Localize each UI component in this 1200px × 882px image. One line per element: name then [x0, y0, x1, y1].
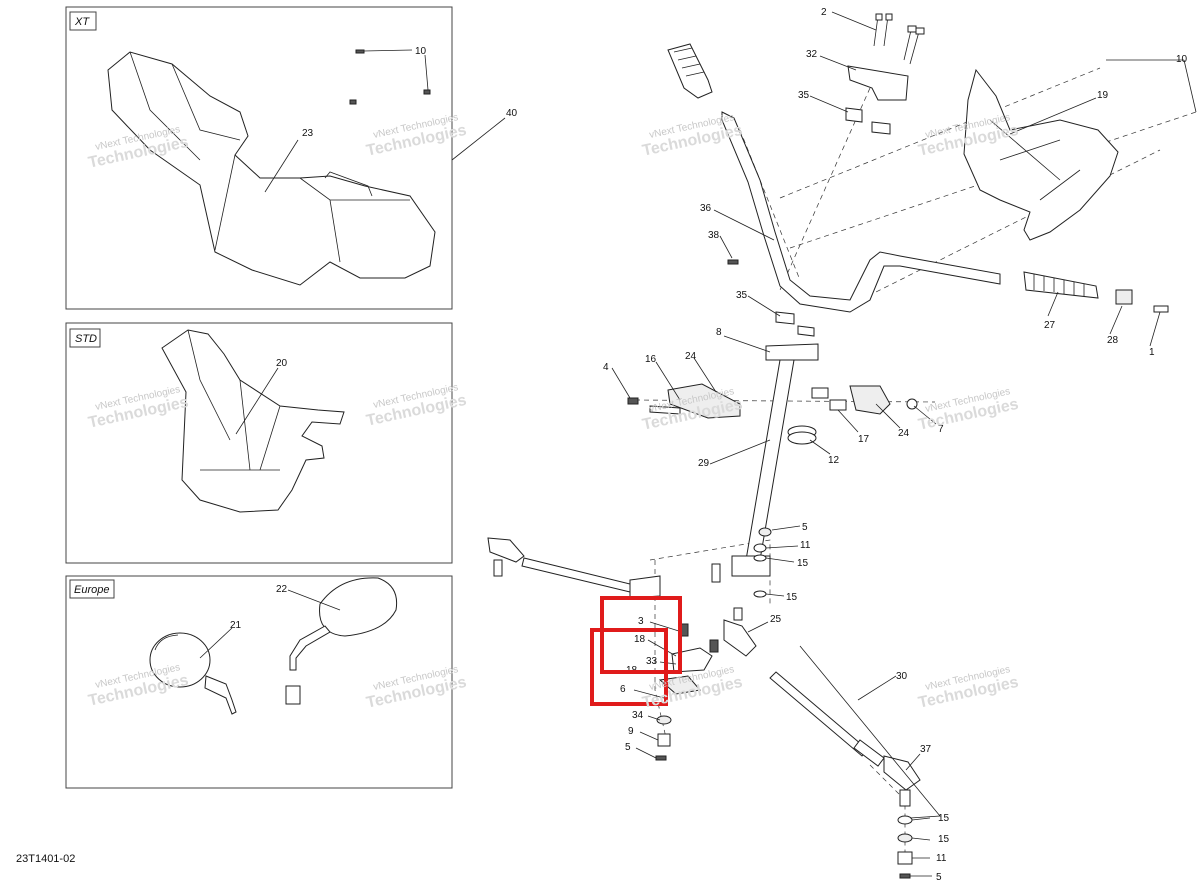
callout-18-a: 18	[634, 634, 646, 645]
callout-23: 23	[302, 128, 314, 139]
seat-xt	[107, 51, 436, 286]
callout-5-upper: 5	[802, 522, 808, 533]
callout-16: 16	[645, 354, 657, 365]
grip-left	[667, 43, 713, 99]
callout-15-upper-b: 15	[786, 592, 798, 603]
document-id: 23T1401-02	[16, 853, 75, 865]
highlight-boxes	[590, 596, 682, 706]
hardware-stack-lower	[897, 815, 913, 879]
hardware-stack-upper	[753, 527, 772, 598]
callout-9: 9	[628, 726, 634, 737]
mirror-21	[149, 632, 237, 715]
callout-7: 7	[938, 424, 944, 435]
screw-38	[727, 259, 739, 265]
o-rings-12	[787, 425, 817, 445]
inset-std-tag: STD	[75, 333, 97, 345]
callout-15-lower-b: 15	[938, 834, 950, 845]
callout-34: 34	[632, 710, 644, 721]
callout-leaders	[611, 11, 1197, 877]
tie-rod-end-25	[723, 607, 757, 657]
callout-35-top: 35	[798, 90, 810, 101]
callout-11-lower: 11	[936, 853, 947, 864]
handguard-19	[963, 68, 1119, 241]
highlight-box-lower	[590, 628, 668, 706]
callout-8: 8	[716, 327, 722, 338]
clamp-assembly	[627, 383, 918, 419]
mirror-22	[285, 577, 398, 705]
inset-xt: XT 10 23 40	[65, 6, 518, 310]
callout-40: 40	[506, 108, 518, 119]
callout-36: 36	[700, 203, 712, 214]
callout-12: 12	[828, 455, 840, 466]
callout-15-lower-a: 15	[938, 813, 950, 824]
callout-4: 4	[603, 362, 609, 373]
callout-15-upper-a: 15	[797, 558, 809, 569]
callout-28: 28	[1107, 335, 1119, 346]
callout-25: 25	[770, 614, 782, 625]
callout-5-left: 5	[625, 742, 631, 753]
callout-11-upper: 11	[800, 540, 811, 551]
callout-21: 21	[230, 620, 242, 631]
steering-column-29	[711, 343, 819, 583]
callout-10: 10	[415, 46, 427, 57]
callout-24-left: 24	[685, 351, 697, 362]
seat-std	[161, 329, 345, 513]
tie-rod-left	[487, 537, 661, 599]
callout-35-mid: 35	[736, 290, 748, 301]
callout-20: 20	[276, 358, 288, 369]
callout-labels: 2 32 35 10 19 36 38 35 27 28 1 8 4 16 24…	[603, 7, 1188, 882]
callout-6: 6	[620, 684, 626, 695]
screw-1	[1153, 305, 1169, 313]
inset-xt-tag: XT	[74, 16, 90, 28]
inset-europe-tag: Europe	[74, 584, 109, 596]
grip-27	[1023, 271, 1099, 299]
clamp-35-top	[845, 107, 891, 135]
callout-10-main: 10	[1176, 54, 1188, 65]
alignment-lines	[634, 67, 1197, 860]
handlebar-36	[721, 111, 1001, 313]
callout-2: 2	[821, 7, 827, 18]
callout-22: 22	[276, 584, 288, 595]
callout-29: 29	[698, 458, 710, 469]
callout-24-right: 24	[898, 428, 910, 439]
clamp-35-mid	[775, 311, 815, 337]
callout-3: 3	[638, 616, 644, 627]
lower-hardware-left	[655, 715, 672, 761]
callout-32: 32	[806, 49, 818, 60]
tie-rod-30	[769, 671, 885, 767]
bracket-32	[847, 65, 909, 101]
inset-europe: Europe 21 22	[65, 575, 453, 789]
bolts-2	[873, 13, 925, 65]
callout-30: 30	[896, 671, 908, 682]
callout-19: 19	[1097, 90, 1109, 101]
callout-33: 33	[646, 656, 658, 667]
callout-27: 27	[1044, 320, 1056, 331]
inset-std: STD 20	[65, 322, 453, 564]
end-weight-28	[1115, 289, 1133, 305]
tie-rod-end-37	[883, 755, 921, 807]
callout-1: 1	[1149, 347, 1155, 358]
callout-17: 17	[858, 434, 870, 445]
callout-38: 38	[708, 230, 720, 241]
callout-37: 37	[920, 744, 932, 755]
highlight-box-upper	[600, 596, 682, 674]
callout-5-lower: 5	[936, 872, 942, 882]
